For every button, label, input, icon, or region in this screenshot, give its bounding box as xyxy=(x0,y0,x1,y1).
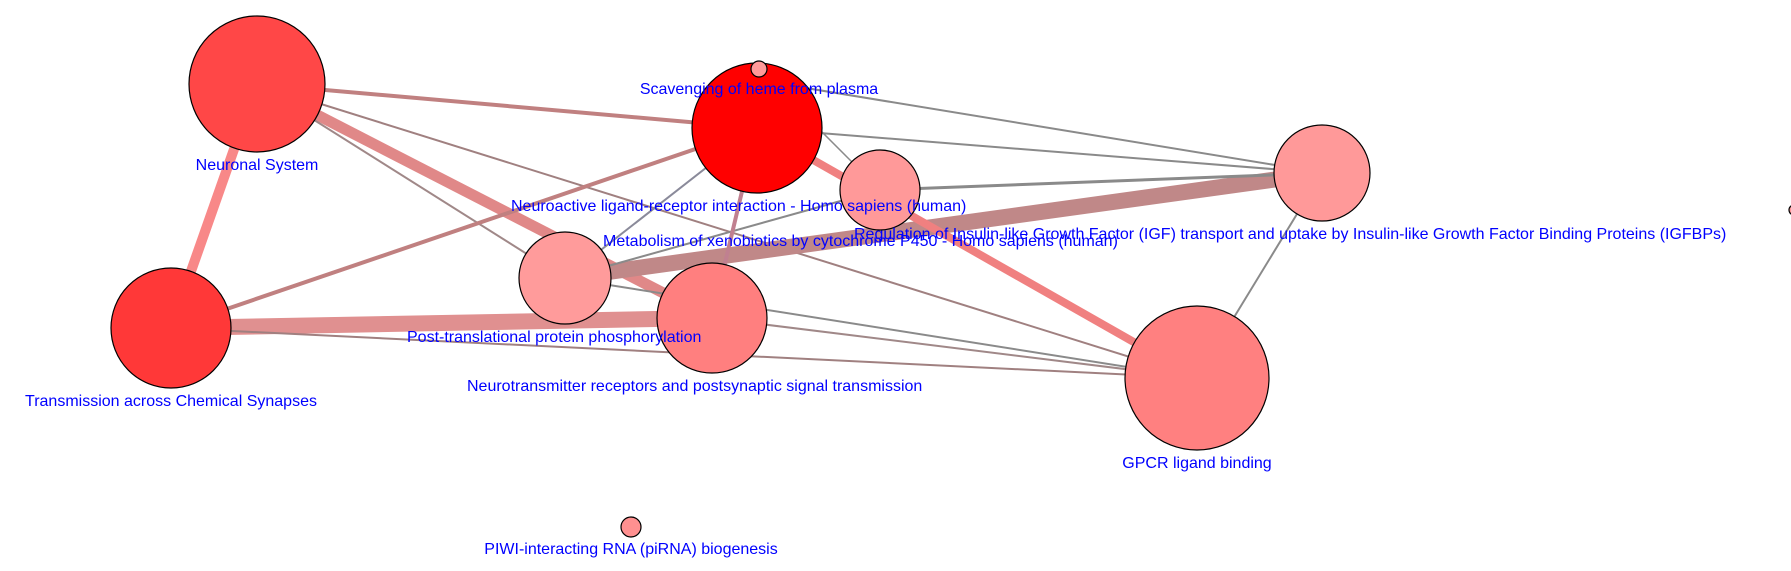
edge-scavenging_heme-gpcr_ligand xyxy=(755,124,1199,382)
edge-post_translational-neuroactive_ligand xyxy=(564,189,881,279)
edge-neurotransmitter_receptors-gpcr_ligand xyxy=(711,317,1198,379)
node-label-igf-transport: Regulation of Insulin-like Growth Factor… xyxy=(854,226,1726,243)
node-label-transmission-chemical-synapses: Transmission across Chemical Synapses xyxy=(25,393,317,410)
node-label-neurotransmitter-receptors: Neurotransmitter receptors and postsynap… xyxy=(467,378,922,395)
node-label-neuroactive-ligand: Neuroactive ligand-receptor interaction … xyxy=(511,198,966,215)
node-gpcr-ligand[interactable] xyxy=(1124,305,1270,451)
edge-neuronal_system-neurotransmitter_receptors xyxy=(254,79,715,323)
edge-post_translational-igf_transport xyxy=(563,165,1324,286)
node-neuronal-system[interactable] xyxy=(188,15,326,153)
node-igf-transport[interactable] xyxy=(1273,124,1371,222)
node-metabolism-xenobiotics[interactable] xyxy=(750,60,768,78)
node-label-scavenging-heme: Scavenging of heme from plasma xyxy=(640,81,878,98)
edge-scavenging_heme-igf_transport xyxy=(756,127,1323,174)
edge-heme-top-igf xyxy=(756,79,1276,166)
node-label-gpcr-ligand: GPCR ligand binding xyxy=(1122,455,1271,472)
edge-neuronal_system-gpcr_ligand xyxy=(256,83,1198,379)
node-label-neuronal-system: Neuronal System xyxy=(196,157,319,174)
edge-transmission_chemical_synapses-neurotransmitter_receptors xyxy=(170,310,713,336)
node-label-post-translational: Post-translational protein phosphorylati… xyxy=(407,329,701,346)
node-layer xyxy=(110,15,1791,538)
node-label-metabolism-xenobiotics: Metabolism of xenobiotics by cytochrome … xyxy=(603,233,1118,250)
edge-neuroactive_ligand-igf_transport xyxy=(879,171,1323,192)
node-transmission-chemical-synapses[interactable] xyxy=(110,267,232,389)
edge-neuronal_system-scavenging_heme xyxy=(256,82,758,130)
node-neuroactive-ligand[interactable] xyxy=(839,149,921,231)
node-post-translational[interactable] xyxy=(518,231,612,325)
node-label-piwi-rna: PIWI-interacting RNA (piRNA) biogenesis xyxy=(484,541,777,558)
edge-transmission_chemical_synapses-scavenging_heme xyxy=(170,126,758,330)
node-piwi-rna[interactable] xyxy=(620,516,642,538)
node-neurotransmitter-receptors[interactable] xyxy=(656,262,768,374)
